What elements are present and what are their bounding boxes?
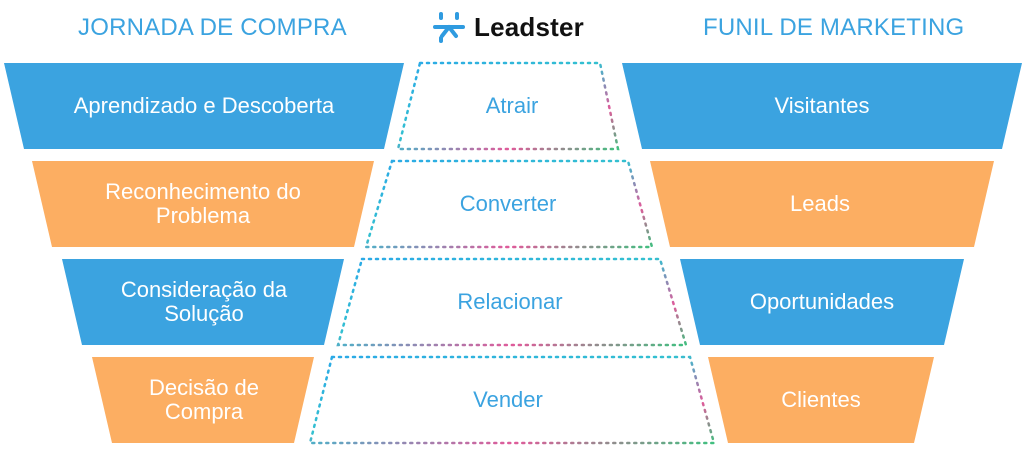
funnel-stage-2-shape bbox=[650, 161, 994, 247]
journey-stage-1-label: Aprendizado e Descoberta bbox=[73, 93, 335, 118]
leadster-logo: Leadster bbox=[432, 10, 584, 44]
journey-stage-2-label: Reconhecimento do Problema bbox=[105, 179, 301, 228]
journey-stage-4-shape bbox=[92, 357, 314, 443]
funnel-stage-2-label: Leads bbox=[790, 191, 850, 216]
journey-title: JORNADA DE COMPRA bbox=[78, 14, 347, 41]
action-stage-4-outline bbox=[308, 355, 716, 445]
action-stage-2-label: Converter bbox=[459, 191, 557, 216]
action-stage-1-outline bbox=[396, 61, 620, 151]
funnel-stage-4-label: Clientes bbox=[781, 387, 861, 412]
funnel-stage-1-shape bbox=[622, 63, 1022, 149]
journey-stage-3-shape bbox=[62, 259, 344, 345]
journey-stage-3-label: Consideração da Solução bbox=[120, 277, 288, 326]
funnel-stage-3-shape bbox=[680, 259, 964, 345]
action-stage-1-label: Atrair bbox=[485, 93, 539, 118]
action-stage-3-outline bbox=[336, 257, 688, 347]
funnel-stage-4-shape bbox=[708, 357, 934, 443]
journey-stage-1-shape bbox=[4, 63, 404, 149]
leadster-logo-icon bbox=[433, 12, 465, 43]
action-stage-3-label: Relacionar bbox=[457, 289, 563, 314]
funnel-stage-1-label: Visitantes bbox=[774, 93, 870, 118]
journey-stage-4-label: Decisão de Compra bbox=[148, 375, 260, 424]
funnel-stage-3-label: Oportunidades bbox=[749, 289, 895, 314]
action-stage-4-label: Vender bbox=[473, 387, 543, 412]
journey-stage-2-shape bbox=[32, 161, 374, 247]
funnel-title: FUNIL DE MARKETING bbox=[703, 14, 965, 41]
leadster-logo-text: Leadster bbox=[474, 11, 584, 42]
